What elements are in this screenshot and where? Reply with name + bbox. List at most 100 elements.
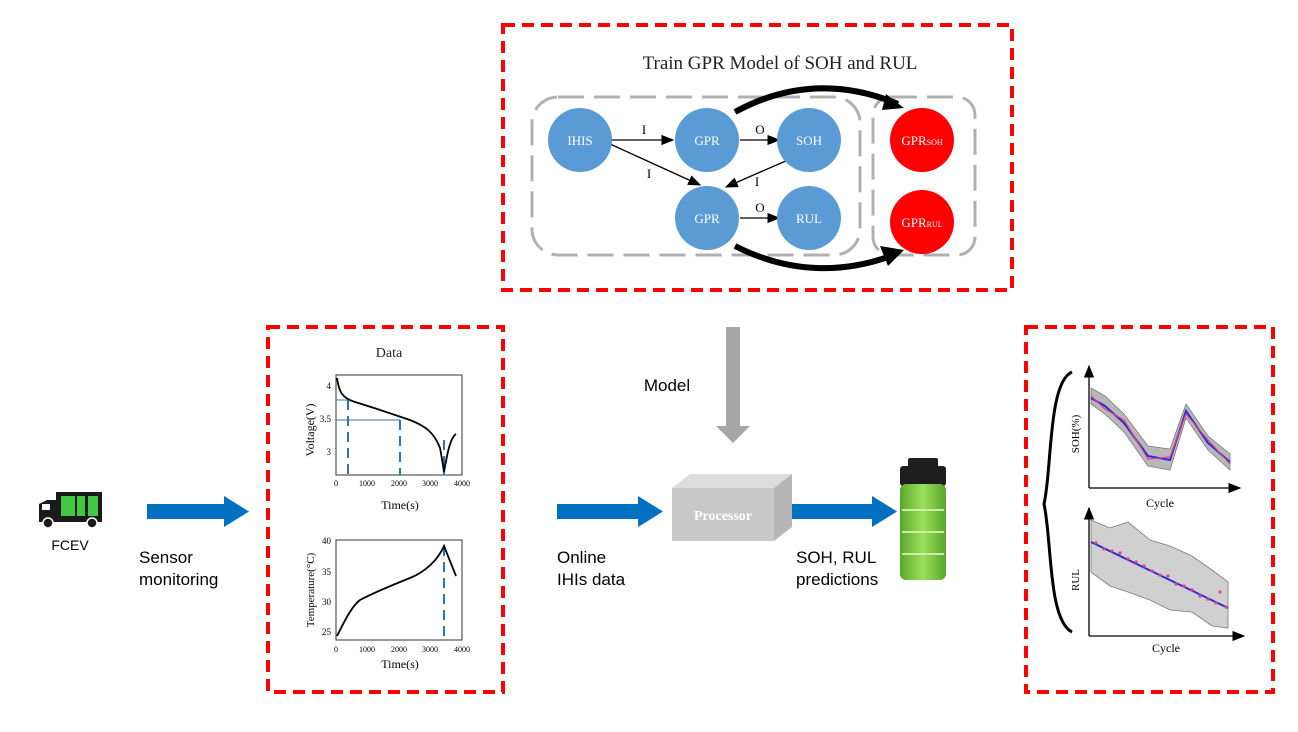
edge-label-i3: I xyxy=(755,174,759,189)
node-gpr-soh-sub: SOH xyxy=(927,138,943,147)
soh-actual-line xyxy=(1090,395,1231,465)
arrow-predictions-head xyxy=(872,496,897,527)
arrow-online-head xyxy=(638,496,663,527)
rul-xlabel: Cycle xyxy=(1152,641,1180,655)
processor-icon: Processor xyxy=(672,474,792,541)
edge-label-i1: I xyxy=(642,122,646,137)
rul-point xyxy=(1166,574,1170,578)
fcev-truck-icon xyxy=(39,492,102,529)
node-gpr-bottom xyxy=(675,186,739,250)
node-gpr-top-label: GPR xyxy=(694,133,720,148)
soh-confidence-band xyxy=(1090,387,1231,471)
voltage-ytick-4: 4 xyxy=(327,381,332,391)
truck-chassis xyxy=(39,518,102,522)
online-label-line1: Online xyxy=(557,548,606,567)
curve-arrow-bottom xyxy=(733,243,898,272)
edge-label-o2: O xyxy=(755,200,764,215)
node-rul xyxy=(777,186,841,250)
temperature-plot: 40 35 30 25 0 1000 2000 3000 4000 Time(s… xyxy=(305,536,470,671)
edge-ihis-gpr-bottom xyxy=(609,143,702,186)
data-panel: Data 4 3.5 3 0 1000 2000 3000 4000 Time(… xyxy=(266,325,505,694)
rul-point xyxy=(1190,588,1194,592)
curve-arrowhead-bottom xyxy=(880,246,904,266)
voltage-curve xyxy=(336,377,457,473)
rul-ylabel: RUL xyxy=(1070,569,1082,591)
edge-soh-gpr-bottom xyxy=(724,159,789,188)
arrow-sensor-head xyxy=(224,496,249,527)
data-panel-frame xyxy=(266,325,505,694)
truck-window xyxy=(42,504,50,510)
battery-top xyxy=(900,466,946,486)
processor-top xyxy=(672,474,792,488)
rul-point xyxy=(1110,549,1114,553)
node-ihis-label: IHIS xyxy=(567,133,592,148)
node-soh xyxy=(777,108,841,172)
voltage-ylabel: Voltage(V) xyxy=(303,403,317,456)
arrow-online-shaft xyxy=(557,504,639,519)
node-gpr-bottom-label: GPR xyxy=(694,211,720,226)
processor-label: Processor xyxy=(694,509,752,524)
node-gpr-rul xyxy=(890,190,954,254)
truck-cell-1 xyxy=(61,496,75,516)
rul-point xyxy=(1150,569,1154,573)
edge-label-i2: I xyxy=(647,166,651,181)
sensor-label-line1: Sensor xyxy=(139,548,193,567)
truck-wheel-front xyxy=(42,517,54,529)
rul-point xyxy=(1224,605,1228,609)
temperature-curve xyxy=(336,543,457,637)
gpr-training-panel: Train GPR Model of SOH and RUL I I O I O… xyxy=(501,23,1014,292)
temperature-ytick-30: 30 xyxy=(322,597,332,607)
processor-side xyxy=(774,474,792,541)
temperature-xtick-2000: 2000 xyxy=(391,645,407,654)
data-panel-title: Data xyxy=(376,346,403,361)
fcev-label: FCEV xyxy=(51,537,89,553)
model-group-box xyxy=(871,95,977,257)
voltage-xtick-0: 0 xyxy=(334,479,338,488)
predictions-label-line2: predictions xyxy=(796,570,878,589)
node-ihis xyxy=(548,108,612,172)
temperature-plot-axes xyxy=(335,539,463,641)
node-gpr-soh-label: GPRSOH xyxy=(901,133,943,148)
rul-point xyxy=(1174,582,1178,586)
battery-icon xyxy=(900,458,946,580)
temperature-xtick-4000: 4000 xyxy=(454,645,470,654)
model-arrow-shaft xyxy=(726,327,740,427)
node-gpr-rul-main: GPR xyxy=(901,215,927,230)
model-label: Model xyxy=(644,376,690,395)
edge-label-o1: O xyxy=(755,122,764,137)
temperature-xtick-1000: 1000 xyxy=(359,645,375,654)
rul-point xyxy=(1158,573,1162,577)
voltage-xtick-4000: 4000 xyxy=(454,479,470,488)
node-gpr-top xyxy=(675,108,739,172)
arrow-sensor xyxy=(147,496,249,527)
arrow-predictions-shaft xyxy=(791,504,873,519)
arrow-online xyxy=(557,496,663,527)
voltage-xtick-2000: 2000 xyxy=(391,479,407,488)
prediction-brace xyxy=(1042,370,1073,634)
rul-point xyxy=(1142,564,1146,568)
temperature-ytick-25: 25 xyxy=(322,627,332,637)
arrow-sensor-shaft xyxy=(147,504,225,519)
soh-xlabel: Cycle xyxy=(1146,496,1174,510)
gpr-panel-frame xyxy=(501,23,1014,292)
truck-cell-3 xyxy=(88,496,98,516)
online-label-line2: IHIs data xyxy=(557,570,626,589)
predictions-label-line1: SOH, RUL xyxy=(796,548,876,567)
rul-actual-points xyxy=(1094,541,1228,609)
node-rul-label: RUL xyxy=(796,211,822,226)
rul-point xyxy=(1118,551,1122,555)
rul-plot: RUL Cycle xyxy=(1070,506,1246,655)
rul-point xyxy=(1198,594,1202,598)
truck-wheel-rear xyxy=(86,517,98,529)
rul-point xyxy=(1206,597,1210,601)
voltage-ytick-3p5: 3.5 xyxy=(320,414,332,424)
arrow-predictions xyxy=(791,496,897,527)
sensor-label-line2: monitoring xyxy=(139,570,218,589)
temperature-ylabel: Temperature(°C) xyxy=(305,552,317,627)
curve-arrow-top xyxy=(733,85,900,115)
prediction-panel-frame xyxy=(1024,325,1275,694)
node-gpr-rul-sub: RUL xyxy=(927,220,943,229)
node-gpr-soh xyxy=(890,108,954,172)
temperature-ytick-35: 35 xyxy=(322,567,332,577)
